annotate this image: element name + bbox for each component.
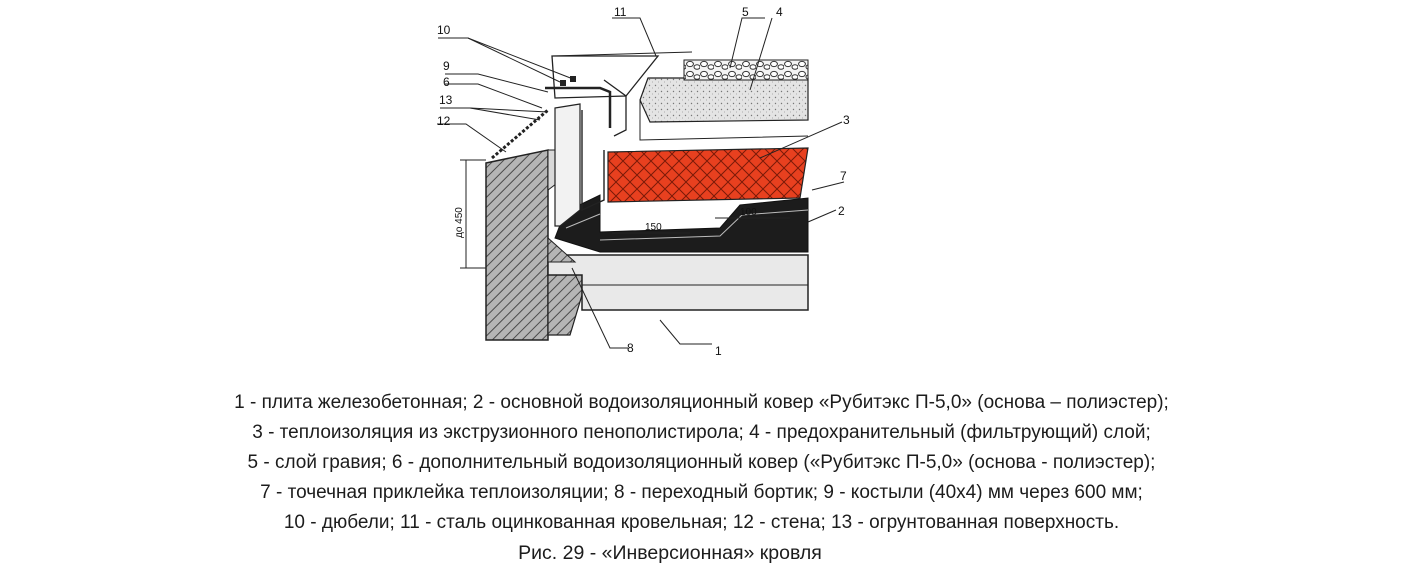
- callout-11: 11: [614, 5, 627, 19]
- overlap-150-label: 150: [645, 222, 662, 233]
- callout-2: 2: [838, 204, 845, 218]
- height-dimension: до 450: [454, 159, 486, 269]
- overlap-dimensions: 150 100: [612, 207, 790, 234]
- membrane-edge: [581, 110, 605, 212]
- leader-lines: [437, 17, 845, 349]
- callout-10: 10: [437, 23, 451, 37]
- callout-12: 12: [437, 114, 451, 128]
- legend-line-2: 3 - теплоизоляция из экструзионного пено…: [252, 422, 1151, 443]
- figure-caption: Рис. 29 - «Инверсионная» кровля: [518, 542, 822, 564]
- transition-fillet: [547, 236, 577, 263]
- filter-layer: [639, 77, 809, 123]
- wall: [485, 149, 583, 341]
- callout-3: 3: [843, 113, 850, 127]
- filter-edge: [639, 100, 809, 141]
- callout-8: 8: [627, 341, 634, 355]
- legend-line-3: 5 - слой гравия; 6 - дополнительный водо…: [247, 452, 1156, 473]
- callout-7: 7: [840, 169, 847, 183]
- roof-section-diagram: до 450 150 100 1 2 3 4 5 6 7 8 9 10 11 1…: [437, 5, 850, 358]
- legend-line-5: 10 - дюбели; 11 - сталь оцинкованная кро…: [283, 512, 1120, 533]
- legend-line-1: 1 - плита железобетонная; 2 - основной в…: [234, 392, 1169, 413]
- legend-line-4: 7 - точечная приклейка теплоизоляции; 8 …: [260, 482, 1143, 503]
- primed-surface: [491, 108, 549, 160]
- callout-4: 4: [776, 5, 783, 19]
- callout-6: 6: [443, 75, 450, 89]
- additional-membrane: [554, 103, 581, 227]
- callout-9: 9: [443, 59, 450, 73]
- main-membrane: [554, 194, 809, 253]
- callout-1: 1: [715, 344, 722, 358]
- insulation-board: [607, 147, 809, 203]
- height-dimension-label: до 450: [454, 207, 465, 238]
- gravel-layer: [683, 59, 809, 81]
- concrete-slab: [547, 254, 809, 311]
- overlap-100-label: 100: [740, 207, 757, 218]
- callout-5: 5: [742, 5, 749, 19]
- callout-13: 13: [439, 93, 453, 107]
- legend: 1 - плита железобетонная; 2 - основной в…: [0, 388, 1403, 538]
